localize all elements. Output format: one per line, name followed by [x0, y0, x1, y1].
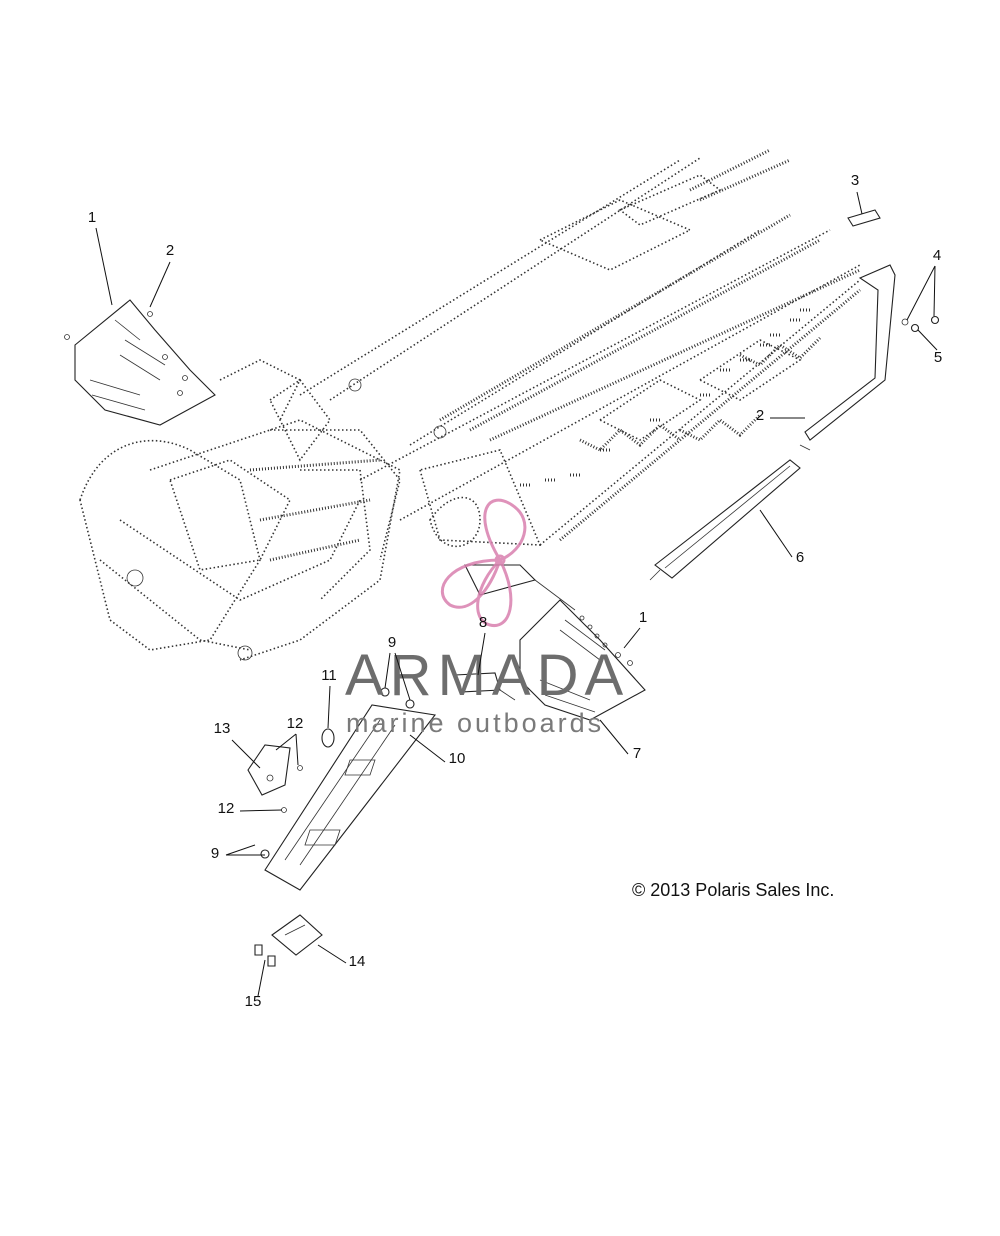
callout-6: 6 [796, 549, 804, 566]
callout-8: 8 [479, 614, 487, 631]
propeller-a [483, 498, 527, 562]
copyright-notice: © 2013 Polaris Sales Inc. [632, 880, 835, 900]
part-8-clip [454, 672, 516, 701]
callout-2: 2 [756, 407, 764, 424]
front-frame [79, 359, 447, 661]
callout-1: 1 [88, 209, 96, 226]
chassis-tunnel [299, 148, 861, 548]
leader-lines [95, 191, 938, 997]
part-guard-left [64, 299, 216, 426]
part-4-5-hardware [901, 315, 940, 333]
watermark-logo [440, 498, 527, 627]
propeller-hub [494, 554, 506, 566]
callout-4: 4 [933, 247, 941, 264]
callout-12: 12 [218, 800, 235, 817]
callout-2: 2 [166, 242, 174, 259]
part-rail [799, 264, 896, 451]
part-14-bracket [271, 914, 323, 956]
callout-3: 3 [851, 172, 859, 189]
callout-11: 11 [321, 667, 337, 684]
callout-5: 5 [934, 349, 942, 366]
watermark-title: ARMADA [345, 643, 629, 708]
callout-10: 10 [449, 750, 466, 767]
callout-1: 1 [639, 609, 647, 626]
part-6-running-board [649, 459, 801, 581]
callout-9: 9 [211, 845, 219, 862]
part-11-grommet [321, 728, 335, 748]
callout-9: 9 [388, 634, 396, 651]
propeller-c [476, 557, 513, 627]
callout-15: 15 [245, 993, 262, 1010]
callout-14: 14 [349, 953, 366, 970]
callout-7: 7 [633, 745, 641, 762]
part-15-bolt [254, 944, 276, 967]
callout-13: 13 [214, 720, 231, 737]
part-13-bracket [247, 744, 291, 796]
part-3-bracket [847, 209, 881, 227]
watermark-subtitle: marine outboards [346, 708, 604, 738]
callout-12: 12 [287, 715, 304, 732]
propeller-b [440, 558, 503, 609]
